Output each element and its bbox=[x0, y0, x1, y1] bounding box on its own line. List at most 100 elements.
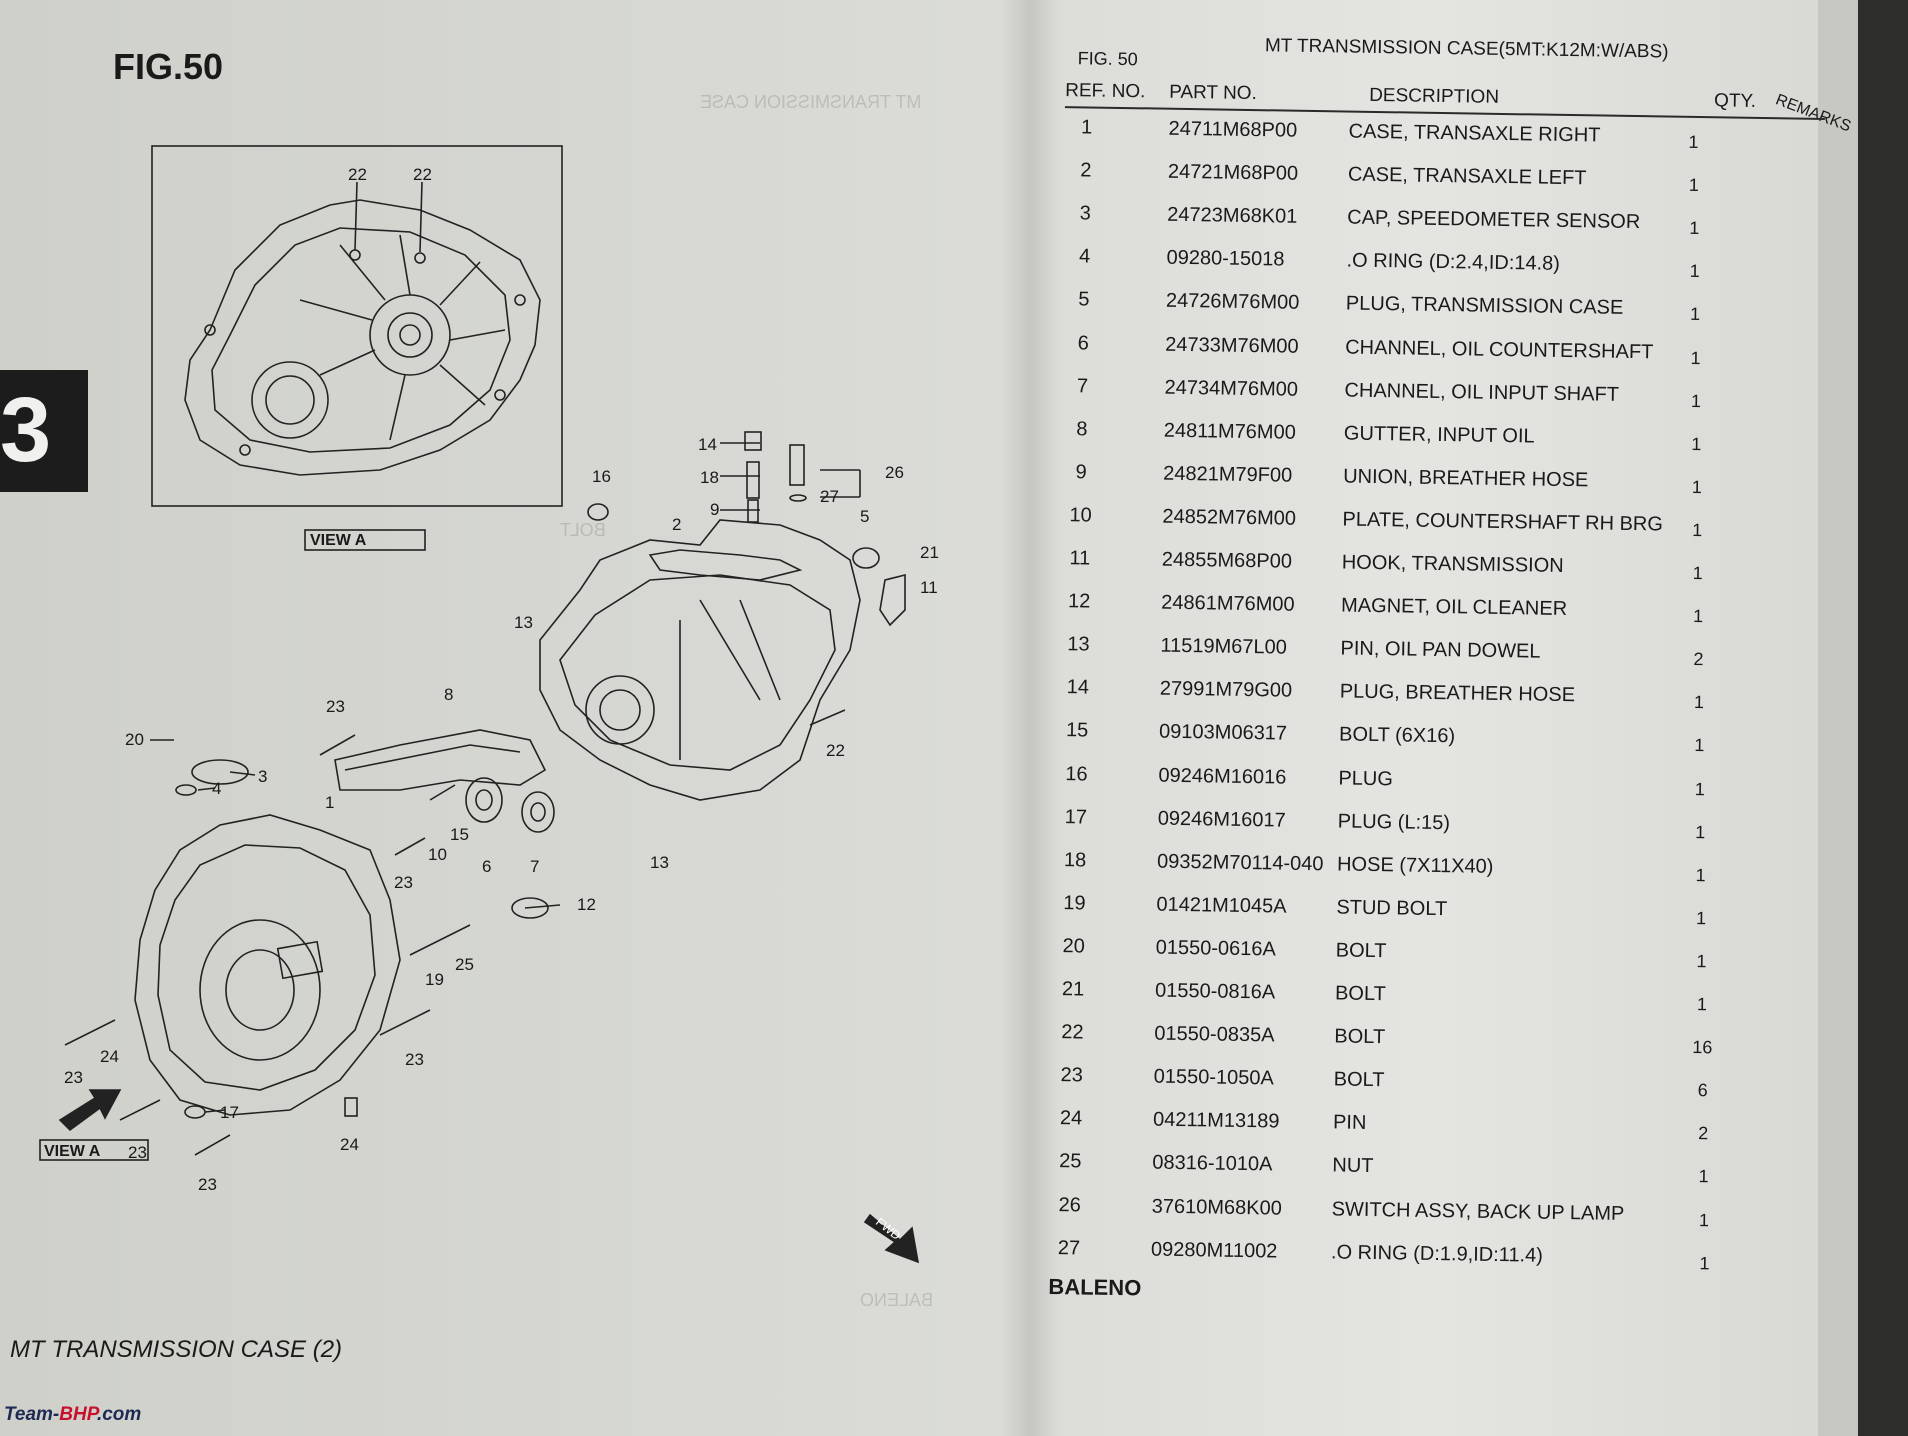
description-cell: PIN bbox=[1332, 1111, 1367, 1135]
ref-cell: 4 bbox=[1078, 245, 1091, 268]
description-cell: BOLT bbox=[1334, 1025, 1386, 1049]
part-number-cell: 24852M76M00 bbox=[1162, 505, 1297, 530]
ref-cell: 9 bbox=[1075, 461, 1087, 484]
section-tab: 3 bbox=[0, 370, 88, 492]
callout: 11 bbox=[920, 578, 938, 597]
qty-cell: 1 bbox=[1696, 951, 1707, 972]
callout: 3 bbox=[258, 767, 267, 786]
part-number-cell: 08316-1010A bbox=[1152, 1151, 1273, 1176]
view-a-label-box bbox=[304, 529, 426, 551]
callout: 22 bbox=[826, 741, 845, 760]
description-cell: STUD BOLT bbox=[1336, 896, 1448, 920]
part-number-cell: 27991M79G00 bbox=[1159, 677, 1293, 703]
description-cell: .O RING (D:2.4,ID:14.8) bbox=[1346, 249, 1561, 276]
callout: 17 bbox=[220, 1103, 239, 1122]
part-number-cell: 04211M13189 bbox=[1152, 1108, 1280, 1133]
part-number-cell: 09246M16017 bbox=[1157, 807, 1286, 832]
description-cell: PLUG (L:15) bbox=[1337, 810, 1451, 834]
view-a-inset-frame bbox=[151, 145, 563, 507]
description-cell: PIN, OIL PAN DOWEL bbox=[1340, 637, 1541, 663]
plug-5 bbox=[852, 547, 880, 569]
header-qty: QTY. bbox=[1713, 90, 1757, 112]
description-cell: GUTTER, INPUT OIL bbox=[1343, 422, 1535, 448]
view-a-arrow-icon bbox=[58, 1089, 122, 1132]
right-case-outline bbox=[134, 814, 401, 1116]
callout: 26 bbox=[885, 463, 904, 482]
callout: 20 bbox=[125, 730, 144, 749]
header-part-no: PART NO. bbox=[1169, 81, 1257, 105]
ref-cell: 8 bbox=[1076, 417, 1088, 441]
qty-cell: 1 bbox=[1689, 304, 1701, 325]
description-cell: UNION, BREATHER HOSE bbox=[1343, 465, 1589, 492]
part-number-cell: 24855M68P00 bbox=[1161, 548, 1293, 573]
callout: 23 bbox=[198, 1175, 217, 1194]
ref-cell: 11 bbox=[1069, 547, 1091, 570]
callout: 25 bbox=[455, 955, 474, 974]
callout: 12 bbox=[577, 895, 596, 914]
ref-cell: 25 bbox=[1059, 1150, 1082, 1173]
fwd-arrow-icon bbox=[863, 1213, 920, 1264]
ref-cell: 14 bbox=[1066, 676, 1090, 699]
callout: 22 bbox=[413, 165, 432, 184]
part-number-cell: 24721M68P00 bbox=[1167, 160, 1299, 185]
qty-cell: 1 bbox=[1699, 1252, 1710, 1273]
ref-cell: 10 bbox=[1069, 504, 1092, 527]
description-cell: PLUG, BREATHER HOSE bbox=[1339, 680, 1576, 707]
ref-cell: 21 bbox=[1061, 978, 1085, 1001]
ref-cell: 15 bbox=[1065, 719, 1089, 742]
callout: 21 bbox=[920, 543, 939, 562]
description-cell: HOOK, TRANSMISSION bbox=[1341, 551, 1564, 577]
ref-cell: 1 bbox=[1080, 116, 1093, 139]
part-number-cell: 01550-0835A bbox=[1154, 1022, 1275, 1047]
ref-cell: 12 bbox=[1067, 590, 1091, 613]
part-number-cell: 24733M76M00 bbox=[1165, 333, 1299, 358]
callout: 2 bbox=[672, 515, 681, 534]
description-cell: CHANNEL, OIL COUNTERSHAFT bbox=[1345, 336, 1654, 363]
qty-cell: 1 bbox=[1692, 519, 1703, 541]
callout: 14 bbox=[698, 435, 717, 454]
o-ring bbox=[175, 784, 197, 796]
channel-input-shaft bbox=[521, 791, 555, 833]
magnet bbox=[511, 897, 549, 919]
next-page-edge bbox=[1818, 0, 1858, 1436]
qty-cell: 1 bbox=[1695, 907, 1707, 929]
description-cell: .O RING (D:1.9,ID:11.4) bbox=[1330, 1241, 1544, 1267]
qty-cell: 1 bbox=[1689, 261, 1700, 282]
hose bbox=[746, 461, 760, 499]
ref-cell: 6 bbox=[1077, 331, 1089, 354]
qty-cell: 2 bbox=[1693, 649, 1704, 670]
callout: 5 bbox=[860, 507, 869, 526]
header-description: DESCRIPTION bbox=[1369, 84, 1500, 108]
description-cell: PLUG, TRANSMISSION CASE bbox=[1345, 292, 1624, 320]
description-cell: BOLT bbox=[1334, 982, 1386, 1006]
parts-table: FIG. 50 MT TRANSMISSION CASE(5MT:K12M:W/… bbox=[1040, 35, 1853, 1352]
description-cell: CASE, TRANSAXLE RIGHT bbox=[1348, 120, 1601, 147]
part-number-cell: 01550-0816A bbox=[1154, 979, 1276, 1004]
qty-cell: 1 bbox=[1688, 174, 1700, 196]
ref-cell: 2 bbox=[1080, 159, 1092, 182]
description-cell: PLUG bbox=[1338, 766, 1394, 790]
part-number-cell: 24811M76M00 bbox=[1163, 419, 1296, 444]
qty-cell: 1 bbox=[1692, 563, 1703, 584]
qty-cell: 1 bbox=[1688, 131, 1699, 153]
view-a-label-box-2 bbox=[39, 1139, 149, 1161]
switch-assy bbox=[789, 444, 805, 486]
model-name: BALENO bbox=[1048, 1273, 1142, 1301]
qty-cell: 1 bbox=[1694, 778, 1705, 799]
ref-cell: 23 bbox=[1060, 1064, 1084, 1087]
callout: 23 bbox=[326, 697, 345, 716]
ref-cell: 27 bbox=[1057, 1236, 1081, 1260]
qty-cell: 1 bbox=[1689, 218, 1700, 239]
callout: 16 bbox=[592, 467, 611, 486]
qty-cell: 1 bbox=[1692, 606, 1704, 627]
callout: 10 bbox=[428, 845, 447, 864]
qty-cell: 1 bbox=[1696, 994, 1708, 1015]
book-gutter bbox=[1000, 0, 1060, 1436]
part-number-cell: 24723M68K01 bbox=[1167, 203, 1298, 228]
description-cell: BOLT (6X16) bbox=[1338, 723, 1456, 748]
callout: 15 bbox=[450, 825, 469, 844]
description-cell: CHANNEL, OIL INPUT SHAFT bbox=[1344, 379, 1620, 406]
part-number-cell: 24711M68P00 bbox=[1168, 117, 1298, 142]
